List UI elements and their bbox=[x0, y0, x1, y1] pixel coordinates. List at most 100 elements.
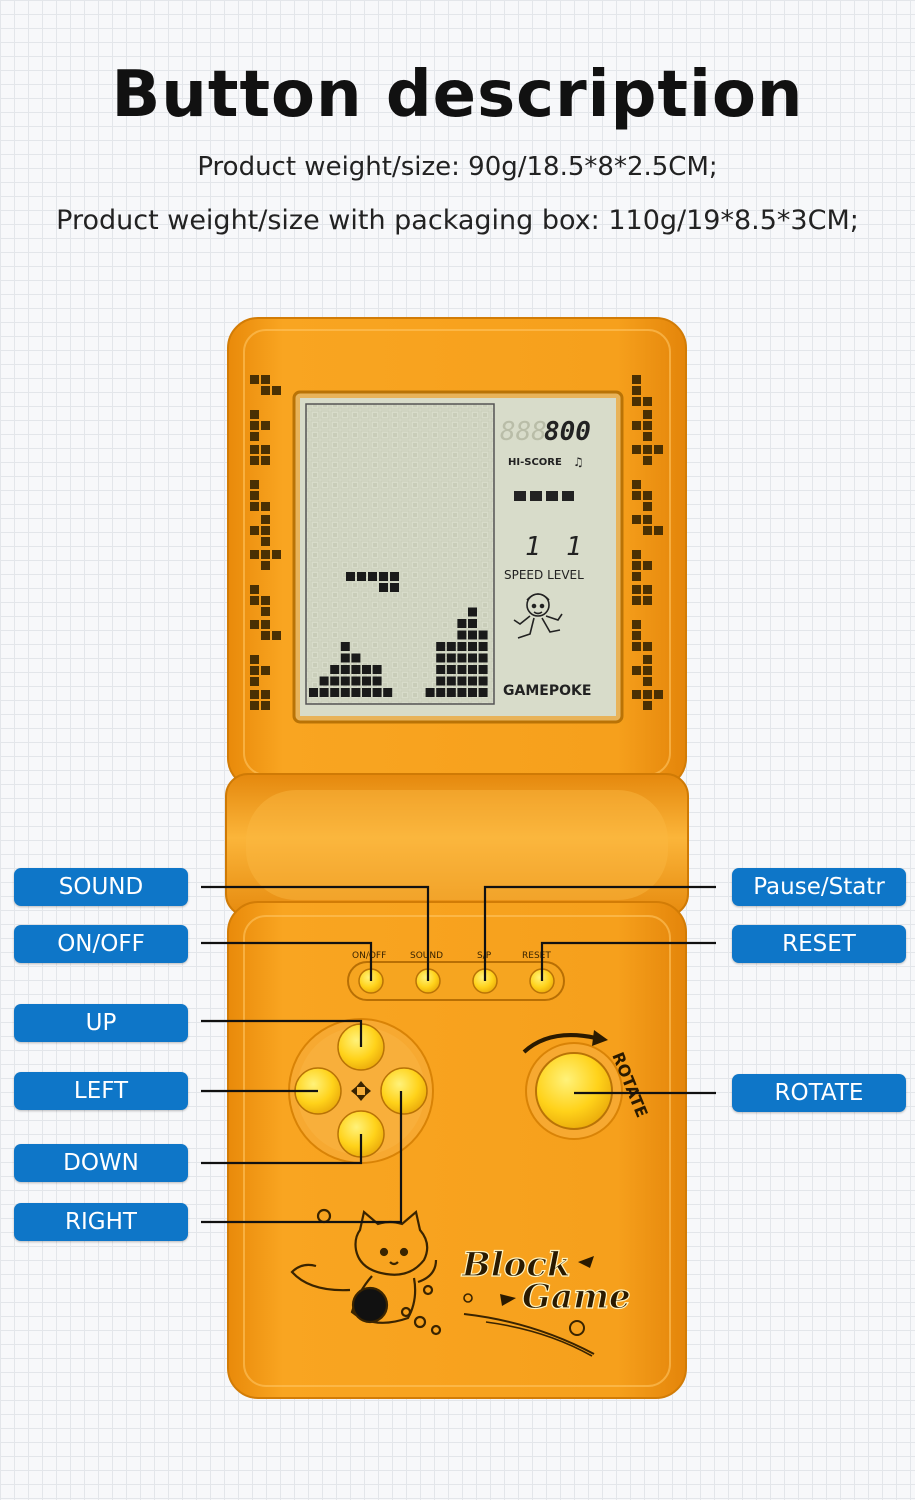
lcd-block bbox=[436, 653, 446, 663]
lcd-block bbox=[383, 688, 393, 697]
side-block bbox=[632, 491, 641, 500]
side-block bbox=[643, 456, 652, 465]
lcd-block bbox=[340, 642, 350, 651]
side-block bbox=[643, 677, 652, 686]
side-block bbox=[632, 421, 641, 430]
dpad bbox=[288, 1018, 434, 1164]
side-block bbox=[643, 502, 652, 511]
lcd-block bbox=[309, 688, 318, 697]
lcd-block bbox=[478, 630, 488, 640]
side-block bbox=[261, 596, 270, 605]
side-block bbox=[261, 456, 270, 465]
lcd-block bbox=[436, 688, 446, 697]
rotate-button[interactable] bbox=[535, 1052, 613, 1130]
lcd-block bbox=[362, 688, 371, 697]
side-block bbox=[643, 666, 652, 675]
falling-piece-block bbox=[368, 572, 377, 581]
side-blocks-right bbox=[632, 375, 663, 710]
rotate-control: ROTATE bbox=[522, 1030, 652, 1140]
lcd-block bbox=[351, 653, 361, 663]
lcd-block bbox=[468, 688, 477, 697]
lcd-block bbox=[319, 688, 329, 697]
side-block bbox=[250, 655, 259, 664]
lcd-block bbox=[425, 688, 435, 697]
side-block bbox=[250, 502, 259, 511]
label-reset: RESET bbox=[732, 925, 906, 963]
side-block bbox=[261, 502, 270, 511]
lcd-block bbox=[436, 665, 446, 674]
label-on-off: ON/OFF bbox=[14, 925, 188, 963]
side-block bbox=[261, 620, 270, 629]
lcd-block bbox=[446, 642, 456, 651]
side-block bbox=[250, 620, 259, 629]
falling-piece-block bbox=[379, 583, 388, 592]
lcd-block bbox=[351, 676, 361, 686]
side-block bbox=[250, 491, 259, 500]
side-block bbox=[643, 410, 652, 419]
speed-digit: 1 bbox=[525, 532, 541, 562]
label-down: DOWN bbox=[14, 1144, 188, 1182]
side-block bbox=[261, 515, 270, 524]
falling-piece-block bbox=[346, 572, 355, 581]
side-block bbox=[272, 631, 281, 640]
side-block bbox=[250, 375, 259, 384]
side-block bbox=[261, 386, 270, 395]
side-block bbox=[272, 386, 281, 395]
lcd-block bbox=[468, 665, 477, 674]
lcd-block bbox=[372, 676, 382, 686]
lcd-block bbox=[351, 688, 361, 697]
lcd-block bbox=[436, 676, 446, 686]
side-block bbox=[261, 607, 270, 616]
speed-level-label: SPEED LEVEL bbox=[504, 568, 584, 582]
next-piece bbox=[514, 491, 574, 501]
side-block bbox=[250, 526, 259, 535]
side-block bbox=[643, 561, 652, 570]
score-ghost: 888 bbox=[500, 417, 547, 447]
label-right: RIGHT bbox=[14, 1203, 188, 1241]
lcd-block bbox=[372, 665, 382, 674]
side-block bbox=[632, 515, 641, 524]
side-block bbox=[632, 690, 641, 699]
side-block bbox=[632, 480, 641, 489]
sound-button-label: SOUND bbox=[410, 951, 443, 961]
lcd-screen: 888 800 HI-SCORE ♫ 1 1 SPEED LEVEL GAMEP… bbox=[292, 390, 624, 724]
side-block bbox=[643, 526, 652, 535]
lcd-block bbox=[351, 665, 361, 674]
side-block bbox=[632, 550, 641, 559]
kid-runner-icon bbox=[513, 593, 563, 639]
side-block bbox=[643, 515, 652, 524]
side-block bbox=[261, 666, 270, 675]
side-block bbox=[632, 620, 641, 629]
right-button[interactable] bbox=[380, 1067, 428, 1115]
lcd-block bbox=[478, 665, 488, 674]
lcd-block bbox=[340, 676, 350, 686]
lcd-block bbox=[457, 676, 467, 686]
side-block bbox=[261, 550, 270, 559]
lcd-block bbox=[468, 676, 477, 686]
side-block bbox=[632, 445, 641, 454]
dpad-center-icon bbox=[351, 1081, 371, 1101]
side-block bbox=[250, 677, 259, 686]
page-title: Button description bbox=[111, 58, 804, 132]
side-block bbox=[261, 701, 270, 710]
lcd-block bbox=[446, 653, 456, 663]
lcd-block bbox=[330, 665, 340, 674]
side-block bbox=[261, 561, 270, 570]
falling-piece-block bbox=[357, 572, 366, 581]
lcd-block bbox=[468, 630, 477, 640]
side-block bbox=[250, 550, 259, 559]
side-block bbox=[654, 526, 663, 535]
lcd-block bbox=[478, 653, 488, 663]
side-blocks-left bbox=[250, 375, 281, 710]
side-block bbox=[632, 642, 641, 651]
lcd-block bbox=[340, 665, 350, 674]
brand-label: GAMEPOKE bbox=[503, 683, 591, 699]
lcd-block bbox=[330, 688, 340, 697]
on-off-button-label: ON/OFF bbox=[352, 951, 386, 961]
lcd-block bbox=[446, 676, 456, 686]
side-block bbox=[261, 690, 270, 699]
side-block bbox=[250, 666, 259, 675]
label-up: UP bbox=[14, 1004, 188, 1042]
side-block bbox=[643, 585, 652, 594]
falling-piece-block bbox=[390, 572, 399, 581]
